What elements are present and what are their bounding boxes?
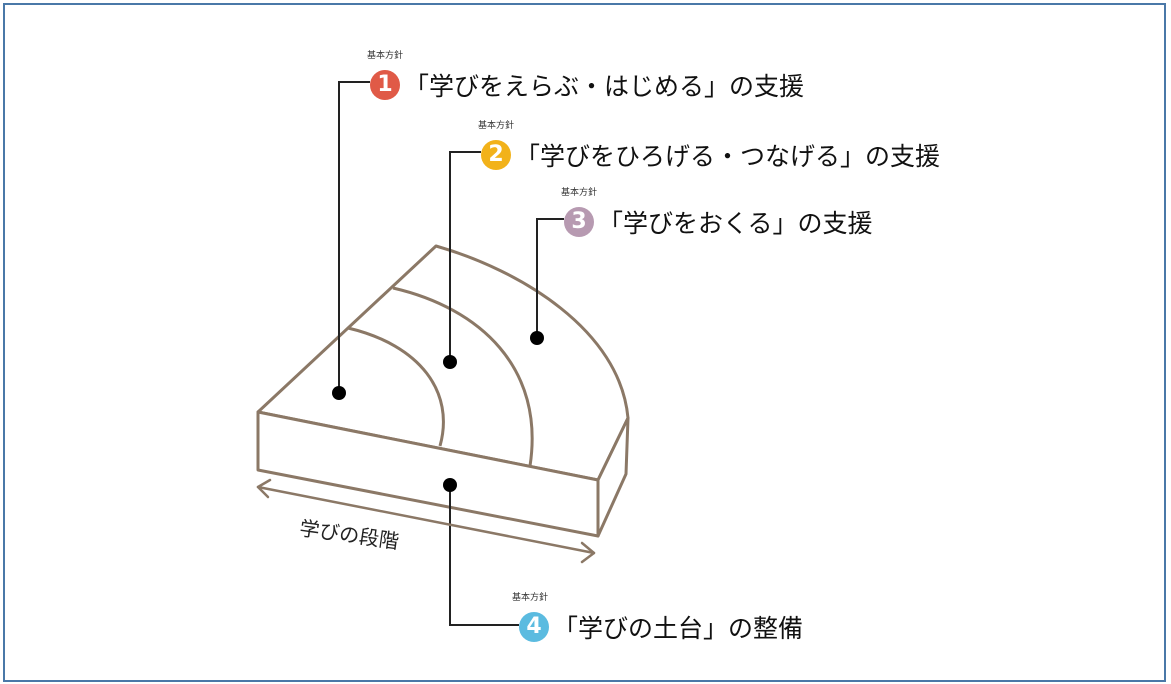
leader-line-4: [449, 485, 519, 626]
wedge-top-face: [256, 244, 630, 482]
policy-2: 2 「学びをひろげる・つなげる」の支援: [481, 137, 940, 173]
arc-inner-1: [392, 286, 534, 467]
policy-1-text: 「学びをえらぶ・はじめる」の支援: [404, 72, 805, 101]
leader-line-3: [536, 218, 564, 338]
policy-3: 3 「学びをおくる」の支援: [564, 204, 873, 240]
number-badge-3: 3: [564, 207, 594, 237]
number-badge-2: 2: [481, 140, 511, 170]
number-badge-4: 4: [519, 612, 549, 642]
policy-4-text: 「学びの土台」の整備: [553, 614, 804, 643]
policy-4-caption: 基本方針: [512, 593, 549, 603]
arc-inner-2: [347, 326, 445, 447]
leader-lines: [338, 81, 564, 626]
policy-4: 4 「学びの土台」の整備: [519, 609, 803, 645]
policy-2-caption: 基本方針: [478, 121, 515, 131]
policy-3-caption: 基本方針: [561, 188, 598, 198]
leader-line-2: [449, 151, 481, 362]
marker-dots: [332, 331, 544, 492]
leader-line-1: [338, 81, 370, 393]
dot-1: [332, 386, 346, 400]
wedge-shape: [256, 244, 630, 538]
dot-2: [443, 355, 457, 369]
dot-4: [443, 478, 457, 492]
stages-arrow: [256, 478, 596, 564]
policy-1-caption: 基本方針: [367, 51, 404, 61]
number-badge-1: 1: [370, 70, 400, 100]
policy-3-text: 「学びをおくる」の支援: [598, 209, 873, 238]
dot-3: [530, 331, 544, 345]
policy-1: 1 「学びをえらぶ・はじめる」の支援: [370, 67, 804, 103]
wedge-side-face: [596, 416, 630, 538]
policy-2-text: 「学びをひろげる・つなげる」の支援: [515, 142, 941, 171]
